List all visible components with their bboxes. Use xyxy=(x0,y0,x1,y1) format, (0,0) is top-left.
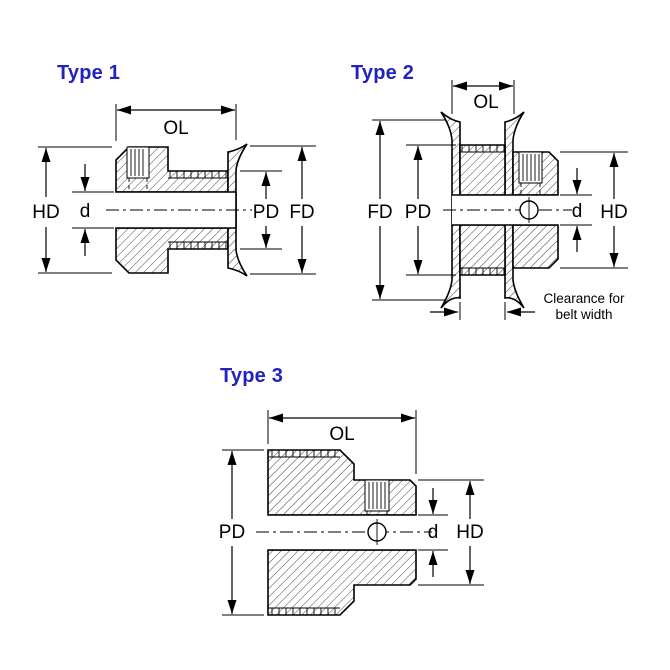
type1-extension-lines xyxy=(38,104,316,275)
type2-set-screw xyxy=(518,151,543,184)
type2-body-upper-section xyxy=(459,144,506,196)
type3-set-screw-threads xyxy=(368,482,386,509)
type2-dim-label-pd: PD xyxy=(405,202,431,223)
type2-set-screw-threads xyxy=(522,154,540,181)
type1-drawing: OL HD d PD FD xyxy=(32,104,316,277)
type3-bore-lines xyxy=(268,514,416,551)
clearance-note: Clearance for belt width xyxy=(543,291,625,323)
type1-dim-label-hd: HD xyxy=(32,202,59,223)
type2-teeth xyxy=(460,145,505,275)
type1-dim-label-d: d xyxy=(80,201,91,222)
type3-title: Type 3 xyxy=(220,365,284,387)
type3-extension-lines xyxy=(222,410,484,616)
type3-dim-label-ol: OL xyxy=(329,424,354,445)
type1-teeth xyxy=(168,171,228,249)
type2-dim-label-ol: OL xyxy=(473,92,498,113)
type3-lower-section xyxy=(267,549,417,616)
type1-dim-label-pd: PD xyxy=(253,202,279,223)
type3-drawing: OL PD d HD xyxy=(219,410,484,616)
type2-dim-label-d: d xyxy=(572,201,583,222)
type2-left-flange xyxy=(440,111,461,309)
type1-set-screw-hidden-lines xyxy=(128,178,148,192)
type2-hub-lower-section xyxy=(512,224,559,269)
type3-teeth xyxy=(268,450,340,615)
type2-dim-label-fd: FD xyxy=(367,202,392,223)
type1-title: Type 1 xyxy=(57,62,121,84)
type3-dimensions: OL PD d HD xyxy=(219,410,484,616)
type2-set-screw-hidden-lines xyxy=(520,183,541,195)
type2-bore-lines xyxy=(452,194,558,226)
type1-dim-label-fd: FD xyxy=(289,202,314,223)
type2-extension-lines xyxy=(372,80,628,320)
type3-dim-label-hd: HD xyxy=(456,522,483,543)
type2-title: Type 2 xyxy=(351,62,415,84)
type3-bore xyxy=(268,515,416,550)
type1-dim-label-ol: OL xyxy=(163,118,188,139)
type3-dim-label-pd: PD xyxy=(219,522,245,543)
type3-dim-label-d: d xyxy=(428,522,439,543)
type1-set-screw xyxy=(126,146,150,179)
type1-flange xyxy=(227,143,248,277)
type2-body-lower-section xyxy=(459,224,506,276)
type1-set-screw-threads xyxy=(130,149,144,176)
type2-dim-label-hd: HD xyxy=(600,202,627,223)
type2-drawing: OL FD PD d HD xyxy=(367,80,628,320)
type1-dimensions: OL HD d PD FD xyxy=(32,104,316,275)
type2-right-flange xyxy=(504,111,525,309)
type2-dimensions: OL FD PD d HD xyxy=(367,80,628,320)
type3-upper-section xyxy=(267,449,417,516)
type1-lower-section xyxy=(115,227,229,274)
